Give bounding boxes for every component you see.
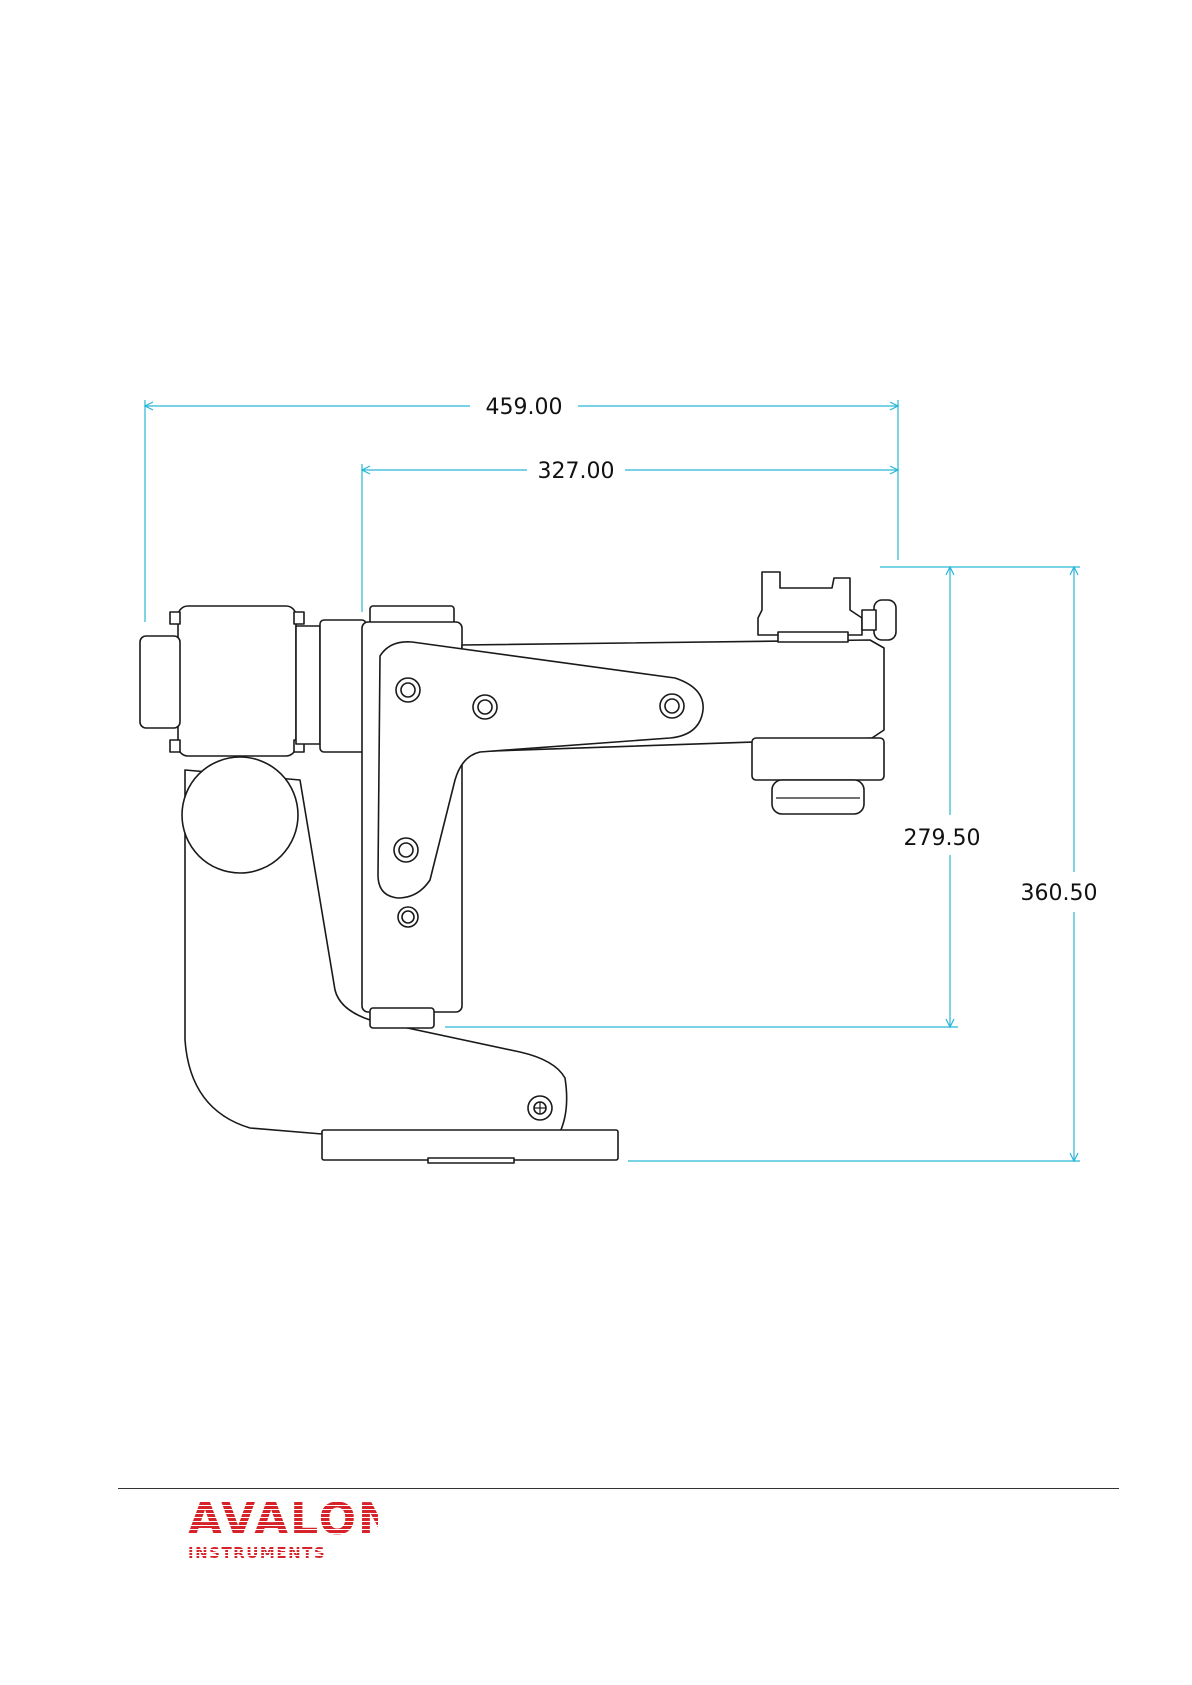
saddle <box>758 572 862 635</box>
lower-clamp-knob <box>772 780 864 814</box>
base-screw <box>528 1096 552 1120</box>
mount-drawing <box>140 572 896 1163</box>
left-flange <box>296 626 320 744</box>
dimension-label-360-50: 360.50 <box>1021 881 1098 906</box>
lower-clamp <box>752 738 884 780</box>
logo-wordmark: AVALON <box>188 1498 378 1542</box>
dimension-label-327: 327.00 <box>538 459 615 484</box>
axis-knob <box>182 757 298 873</box>
left-housing <box>178 606 296 756</box>
brand-logo: AVALON INSTRUMENTS <box>188 1498 378 1562</box>
left-cap <box>140 636 180 728</box>
main-body-bottom <box>370 1008 434 1028</box>
saddle-knob <box>874 600 896 640</box>
base-plate-boss <box>428 1158 514 1163</box>
coupler <box>320 620 366 752</box>
l-plate <box>378 642 703 898</box>
dimension-279-50: 279.50 <box>445 567 980 1027</box>
logo-subtitle: INSTRUMENTS <box>188 1544 378 1562</box>
dimension-label-459: 459.00 <box>486 395 563 420</box>
dimension-label-279-50: 279.50 <box>904 826 981 851</box>
footer-rule <box>118 1488 1119 1489</box>
base-plate <box>322 1130 618 1160</box>
